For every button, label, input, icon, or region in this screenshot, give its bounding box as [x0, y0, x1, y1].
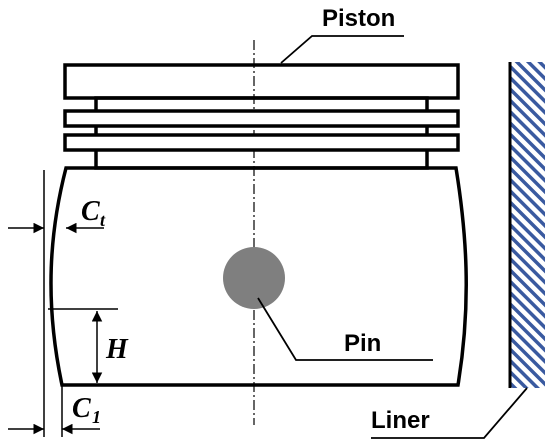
ring-land-1	[63, 109, 460, 128]
ring-groove-body	[94, 96, 429, 170]
piston-skirt	[49, 166, 468, 387]
ct-label: C t	[81, 196, 106, 230]
c1-label: C 1	[72, 393, 101, 427]
ring-land-2	[63, 133, 460, 152]
piston-leader	[280, 35, 404, 64]
ct-label-sub: t	[100, 210, 106, 230]
liner-leader	[371, 387, 528, 439]
ct-label-main: C	[81, 196, 100, 227]
h-label: H	[105, 334, 129, 365]
cylinder-liner	[510, 62, 545, 388]
pin-leader	[257, 297, 433, 361]
piston-head	[63, 63, 460, 170]
liner-label: Liner	[371, 407, 430, 434]
pin-label: Pin	[344, 330, 381, 357]
c1-label-main: C	[72, 393, 91, 424]
c1-label-sub: 1	[92, 407, 101, 427]
piston-pin	[223, 247, 285, 309]
piston-label: Piston	[322, 5, 395, 32]
piston-crown	[63, 63, 460, 100]
